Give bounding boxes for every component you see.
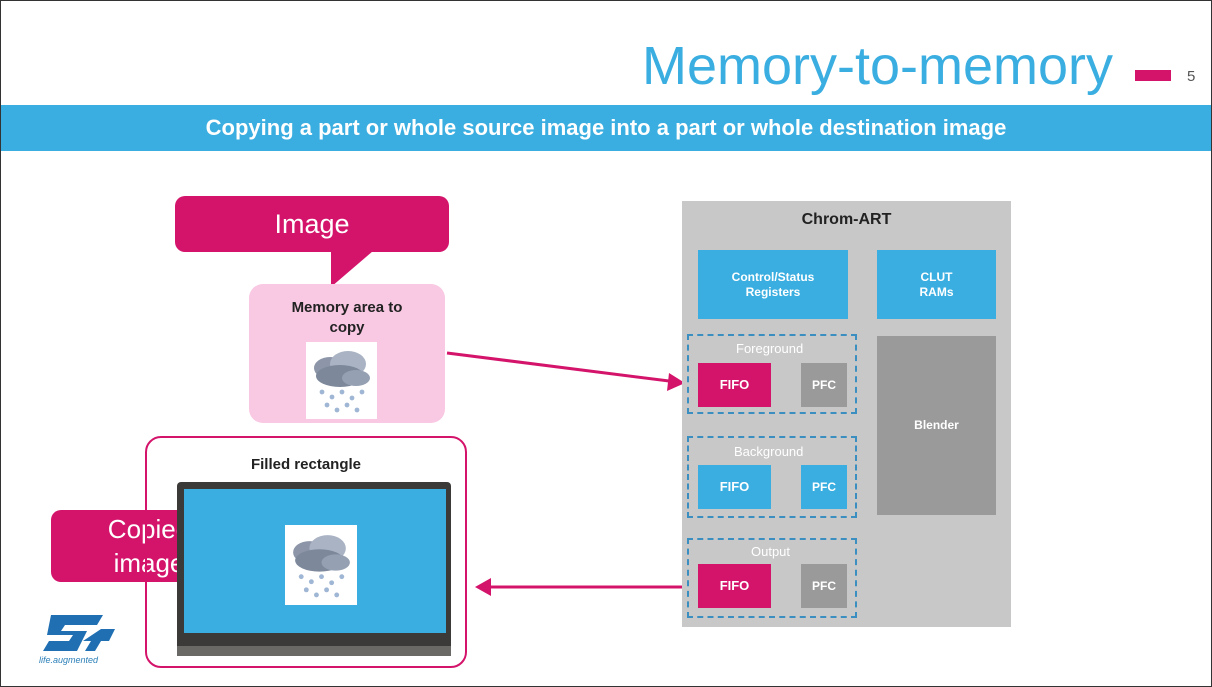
memory-to-fifo-arrow <box>446 351 678 384</box>
blender-block: Blender <box>877 336 996 515</box>
clut-rams: CLUT RAMs <box>877 250 996 319</box>
control-status-registers: Control/Status Registers <box>698 250 848 319</box>
output-fifo: FIFO <box>698 564 771 608</box>
filled-rectangle-box <box>145 436 467 668</box>
background-fifo: FIFO <box>698 465 771 509</box>
st-logo-icon <box>43 615 115 651</box>
snow-cloud-icon <box>314 351 370 413</box>
clut-label-line1: CLUT <box>920 270 953 284</box>
background-group <box>687 436 857 518</box>
chrom-art-title: Chrom-ART <box>801 211 892 228</box>
title-accent-bar <box>1135 70 1171 81</box>
control-label-line1: Control/Status <box>731 270 815 284</box>
st-logo <box>39 611 119 671</box>
control-label-line2: Registers <box>745 285 801 299</box>
background-pfc: PFC <box>801 465 847 509</box>
logo-tagline: life.augmented <box>39 655 99 665</box>
memory-area-label-line2: copy <box>329 319 365 336</box>
copied-image-thumbnail <box>285 525 357 605</box>
foreground-pfc: PFC <box>801 363 847 407</box>
clut-label-line2: RAMs <box>919 285 954 299</box>
copied-callout-line1: Copied <box>107 514 191 544</box>
copied-callout-line2: image <box>113 548 185 578</box>
foreground-group <box>687 334 857 414</box>
filled-rectangle-label: Filled rectangle <box>250 456 362 473</box>
output-label: Output <box>751 544 791 559</box>
output-group <box>687 538 857 618</box>
source-image-thumbnail <box>306 342 377 419</box>
output-pfc: PFC <box>801 564 847 608</box>
memory-area-label-line1: Memory area to <box>291 299 403 316</box>
memory-to-fifo-arrowhead <box>667 373 685 391</box>
memory-area-label: Memory area to copy <box>249 298 445 338</box>
foreground-fifo: FIFO <box>698 363 771 407</box>
page-number: 5 <box>1187 68 1196 85</box>
slide-title: Memory-to-memory <box>641 36 1113 96</box>
background-label: Background <box>734 444 804 459</box>
display-bezel-bottom <box>177 646 451 656</box>
subtitle-banner: Copying a part or whole source image int… <box>1 105 1211 151</box>
memory-area-box: Memory area to copy <box>249 284 445 423</box>
snow-cloud-icon <box>293 535 350 598</box>
image-callout: Image <box>175 196 449 252</box>
image-callout-tail <box>331 251 373 287</box>
output-to-display-arrowhead <box>475 578 491 596</box>
foreground-label: Foreground <box>736 341 804 356</box>
